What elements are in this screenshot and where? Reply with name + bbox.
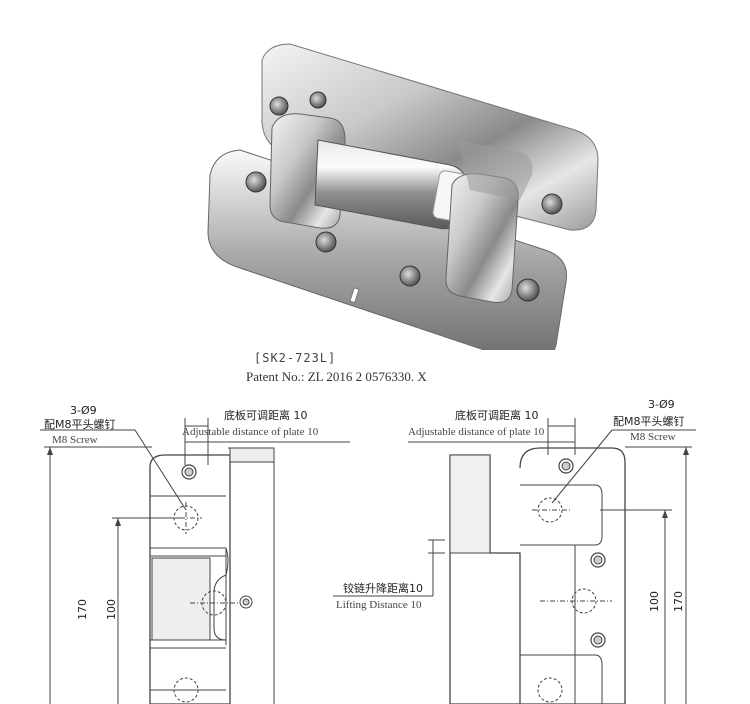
left-adjust-label-cn: 底板可调距离 10 <box>224 409 308 422</box>
left-adjust-label-en: Adjustable distance of plate 10 <box>182 426 319 438</box>
right-lift-label-en: Lifting Distance 10 <box>336 599 422 611</box>
right-lift-label-cn: 铰链升降距离10 <box>343 582 423 595</box>
model-number: [SK2-723L] <box>254 351 337 365</box>
left-dim-hole: 100 <box>105 599 118 620</box>
right-adjust-label-cn: 底板可调距离 10 <box>455 409 539 422</box>
right-screw-label-cn: 配M8平头螺钉 <box>613 415 685 428</box>
right-adjust-label-en: Adjustable distance of plate 10 <box>408 426 545 438</box>
left-hole-label: 3-Ø9 <box>70 404 97 417</box>
left-dim-overall: 170 <box>76 599 89 620</box>
right-screw-label-en: M8 Screw <box>630 431 676 443</box>
right-dim-hole: 100 <box>648 591 661 612</box>
hinge-photo <box>207 43 599 350</box>
left-screw-label-en: M8 Screw <box>52 434 98 446</box>
patent-number: Patent No.: ZL 2016 2 0576330. X <box>246 369 427 384</box>
right-dim-overall: 170 <box>672 591 685 612</box>
right-hole-label: 3-Ø9 <box>648 398 675 411</box>
left-screw-label-cn: 配M8平头螺钉 <box>44 418 116 431</box>
screw-head-icon <box>245 91 563 302</box>
